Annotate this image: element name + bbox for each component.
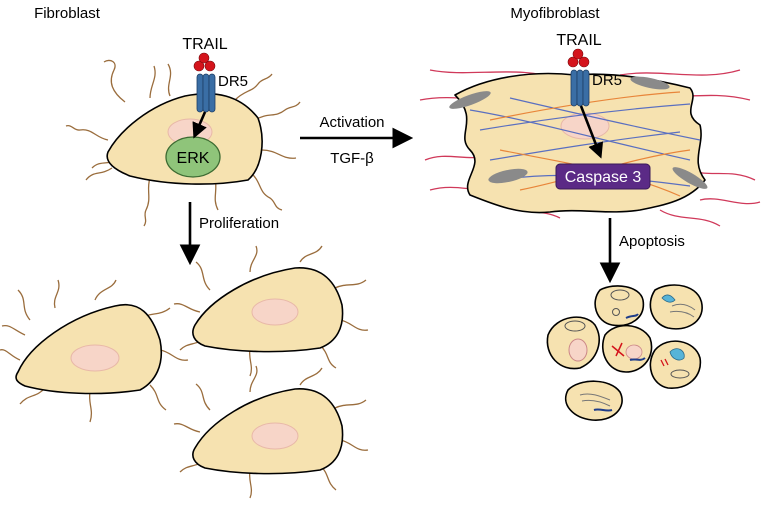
dr5-label-right: DR5 <box>592 72 622 89</box>
erk-label: ERK <box>177 150 210 167</box>
apoptotic-body <box>649 284 703 330</box>
apoptotic-body <box>546 316 600 370</box>
activation-label: Activation <box>319 114 384 131</box>
dr5-to-caspase-arrow <box>579 105 604 159</box>
apoptotic-bodies <box>546 284 703 421</box>
caspase-3-label: Caspase 3 <box>565 169 642 186</box>
apoptotic-body <box>565 380 623 421</box>
dr5-receptor-left <box>196 73 216 113</box>
proliferated-cell-left <box>0 279 189 423</box>
caspase-3-box: Caspase 3 <box>555 163 651 190</box>
apoptotic-body <box>649 340 702 389</box>
apoptotic-body <box>594 285 645 327</box>
trail-ligand-right <box>567 48 590 68</box>
tgf-beta-label: TGF-β <box>330 150 374 167</box>
apoptotic-body <box>601 324 653 373</box>
proliferated-cell-bottom-right <box>173 365 369 499</box>
myofibroblast-cell <box>419 69 761 227</box>
trail-ligand-left <box>193 52 216 72</box>
fibroblast-title: Fibroblast <box>34 5 101 22</box>
myofibroblast-title: Myofibroblast <box>510 5 600 22</box>
trail-label-left: TRAIL <box>182 36 227 53</box>
dr5-receptor-right <box>570 69 590 107</box>
dr5-to-erk-arrow <box>192 111 207 139</box>
erk-protein: ERK <box>165 136 221 178</box>
apoptosis-label: Apoptosis <box>619 233 685 250</box>
trail-label-right: TRAIL <box>556 32 601 49</box>
focal-adhesions <box>449 76 708 189</box>
proliferated-cell-top-right <box>173 245 369 377</box>
proliferation-label: Proliferation <box>199 215 279 232</box>
dr5-label-left: DR5 <box>218 73 248 90</box>
